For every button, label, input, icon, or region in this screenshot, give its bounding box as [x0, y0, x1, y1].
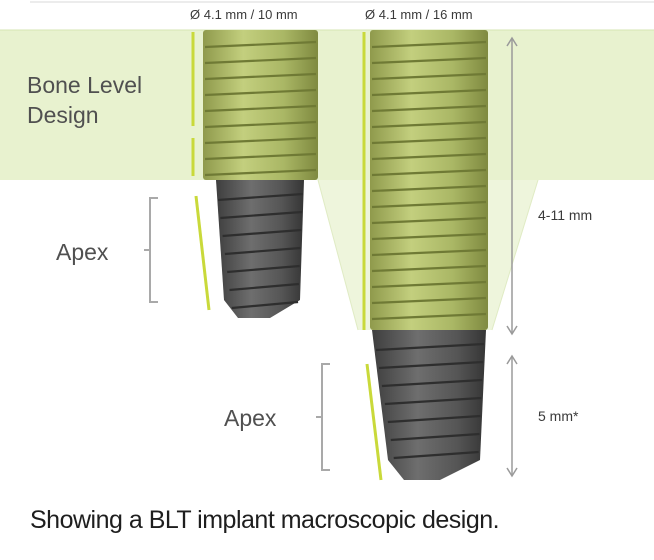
implant-long-thread — [371, 184, 487, 193]
implant-long-thread — [371, 88, 487, 97]
implant-short-thread — [204, 136, 317, 145]
implant-long-thread — [371, 56, 487, 65]
implant-long-apex-thread — [378, 360, 484, 370]
implant-short-thread — [204, 40, 317, 49]
implant-long-apex-thread — [375, 342, 485, 352]
implant-short — [203, 30, 318, 318]
implant-short-apex-thread — [224, 246, 301, 256]
implant-long-thread — [371, 232, 487, 241]
implant-long-thread — [371, 200, 487, 209]
implant-short-threads — [204, 40, 317, 177]
implant-long-apex-thread — [393, 450, 479, 460]
implant-long-size-label: Ø 4.1 mm / 16 mm — [365, 7, 473, 22]
implant-short-thread — [204, 56, 317, 65]
bone-level-design-label: Bone Level Design — [27, 72, 143, 128]
implant-long-apex-thread — [381, 378, 483, 388]
implant-long-thread — [371, 296, 487, 305]
implant-long-thread — [371, 152, 487, 161]
implant-long-thread — [371, 216, 487, 225]
tapered-edge-right — [491, 179, 539, 331]
tapered-edge-left — [317, 179, 359, 331]
measure-apex-label: 5 mm* — [538, 408, 579, 424]
implant-long-thread — [371, 104, 487, 113]
implant-short-thread — [204, 152, 317, 161]
implant-short-apex-thread — [227, 264, 300, 274]
implant-long-green-body — [370, 30, 488, 330]
implant-long — [370, 30, 488, 480]
measure-arrow-bone-level — [506, 36, 518, 336]
implant-long-apex-threads — [375, 342, 485, 460]
implant-long-threads — [371, 40, 487, 321]
implant-diagram-graphic — [0, 1, 654, 481]
implant-long-apex-thread — [387, 414, 481, 424]
measure-bone-level-label: 4-11 mm — [538, 207, 593, 223]
apex-bracket-long — [316, 363, 330, 471]
implant-short-thread — [204, 88, 317, 97]
implant-short-thread — [204, 72, 317, 81]
implant-long-thread — [371, 40, 487, 49]
implant-short-apex-threads — [217, 192, 304, 310]
implant-long-apex-body — [372, 330, 486, 480]
implant-short-apex-thread — [220, 210, 303, 220]
implant-long-thread — [371, 120, 487, 129]
apex-label-short: Apex — [56, 239, 109, 265]
apex-bracket-short — [144, 197, 158, 303]
implant-long-thread — [371, 72, 487, 81]
implant-short-size-label: Ø 4.1 mm / 10 mm — [190, 7, 298, 22]
implant-long-thread — [371, 280, 487, 289]
apex-label-long: Apex — [224, 405, 277, 431]
implant-diagram: Ø 4.1 mm / 10 mm Ø 4.1 mm / 16 mm Bone L… — [0, 1, 654, 481]
figure-caption: Showing a BLT implant macroscopic design… — [30, 506, 500, 534]
measure-arrow-apex — [506, 354, 518, 478]
implant-short-thread — [204, 104, 317, 113]
apex-marker-long — [365, 363, 383, 481]
implant-long-thread — [371, 136, 487, 145]
implant-short-thread — [204, 120, 317, 129]
apex-marker-short — [194, 195, 211, 311]
implant-long-thread — [371, 312, 487, 321]
implant-long-thread — [371, 248, 487, 257]
implant-long-apex-thread — [390, 432, 480, 442]
implant-short-thread — [204, 168, 317, 177]
implant-long-thread — [371, 264, 487, 273]
bone-level-band — [0, 30, 654, 180]
implant-short-apex-thread — [229, 282, 300, 292]
implant-short-apex-thread — [217, 192, 304, 202]
implant-short-apex-thread — [222, 228, 302, 238]
implant-long-thread — [371, 168, 487, 177]
implant-long-apex-thread — [384, 396, 482, 406]
implant-short-apex-thread — [231, 300, 299, 310]
